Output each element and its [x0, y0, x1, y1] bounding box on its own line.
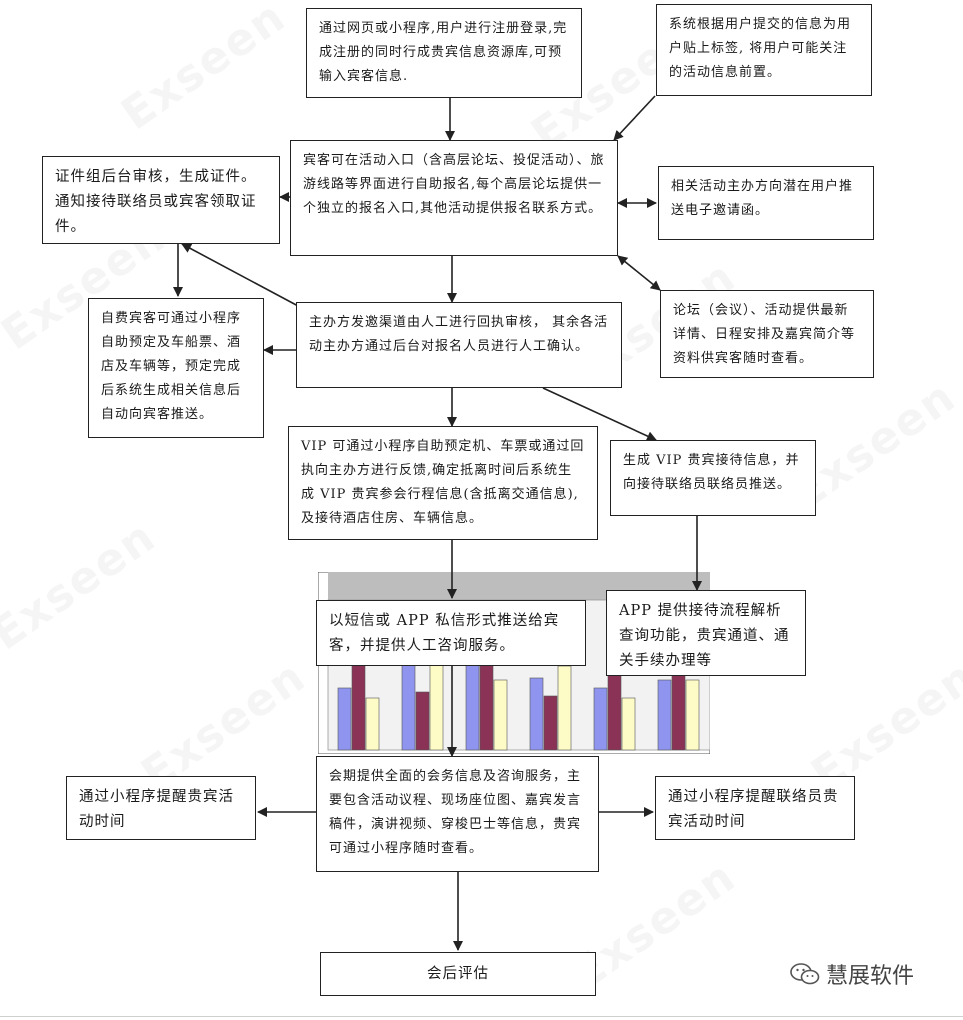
box-invite: 相关活动主办方向潜在用户推送电子邀请函。 [658, 166, 874, 240]
chart-bar [493, 679, 508, 751]
wechat-icon [790, 963, 820, 985]
divider [0, 1016, 963, 1017]
arrow-tagging-to-signup [613, 95, 656, 141]
box-remind-liaison: 通过小程序提醒联络员贵宾活动时间 [655, 776, 855, 840]
box-forum-info: 论坛（会议）、活动提供最新详情、日程安排及嘉宾简介等资料供宾客随时查看。 [660, 290, 874, 378]
box-app-query: APP 提供接待流程解析查询功能，贵宾通道、通关手续办理等 [606, 590, 806, 676]
chart-bar [621, 697, 636, 751]
box-tagging: 系统根据用户提交的信息为用户贴上标签, 将用户可能关注的活动信息前置。 [656, 4, 872, 96]
box-certificate: 证件组后台审核，生成证件。通知接待联络员或宾客领取证件。 [42, 156, 280, 244]
arrow-signup-forum-info [617, 255, 661, 291]
brand-logo: 慧展软件 [790, 958, 914, 990]
box-register: 通过网页或小程序,用户进行注册登录,完成注册的同时行成贵宾信息资源库,可预输入宾… [306, 8, 582, 98]
box-sms-push: 以短信或 APP 私信形式推送给宾客，并提供人工咨询服务。 [316, 600, 586, 666]
chart-bar [529, 677, 544, 751]
chart-bar [593, 687, 608, 751]
chart-bar [415, 691, 430, 751]
chart-bar [365, 697, 380, 751]
box-signup: 宾客可在活动入口（含高层论坛、投促活动）、旅游线路等界面进行自助报名,每个高层论… [290, 140, 618, 256]
chart-bar [557, 665, 572, 751]
box-remind-guest: 通过小程序提醒贵宾活动时间 [66, 776, 256, 840]
brand-name: 慧展软件 [826, 964, 915, 989]
box-review: 主办方发邀渠道由人工进行回执审核， 其余各活动主办方通过后台对报名人员进行人工确… [296, 302, 622, 388]
box-evaluation: 会后评估 [320, 952, 596, 996]
box-vip-reception: 生成 VIP 贵宾接待信息，并向接待联络员联络员推送。 [610, 440, 816, 516]
chart-bar [543, 695, 558, 751]
box-vip-booking: VIP 可通过小程序自助预定机、车票或通过回执向主办方进行反馈,确定抵离时间后系… [288, 426, 598, 540]
chart-bar [657, 679, 672, 751]
arrow-review-to-certificate [181, 243, 301, 308]
arrow-review-to-vip-reception [542, 387, 657, 441]
box-meeting-info: 会期提供全面的会务信息及咨询服务，主要包含活动议程、现场座位图、嘉宾发言稿件，演… [316, 756, 599, 872]
chart-bar [337, 687, 352, 751]
chart-bar [685, 679, 700, 751]
box-self-pay: 自费宾客可通过小程序自助预定及车船票、酒店及车辆等，预定完成后系统生成相关信息后… [88, 298, 264, 438]
